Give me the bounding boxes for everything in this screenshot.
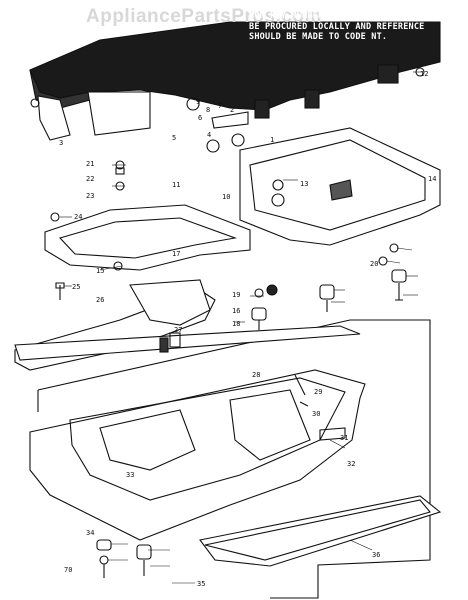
part-label: 26 <box>96 296 104 304</box>
watermark-text: AppliancePartsPros.com <box>86 6 322 27</box>
rear-foot-mid <box>304 89 320 109</box>
part-label: 36 <box>372 551 380 559</box>
part-label: 20 <box>370 260 378 268</box>
part-label: 1 <box>270 136 274 144</box>
part-label: 70 <box>64 566 72 574</box>
part-label: 10 <box>222 193 230 201</box>
part-label: 7 <box>218 102 222 110</box>
part-label: 35 <box>197 580 205 588</box>
part-label: 31 <box>340 434 348 442</box>
part-label: 3 <box>59 139 63 147</box>
part-label: 32 <box>347 460 355 468</box>
part-label: 13 <box>300 180 308 188</box>
note-line: SHOULD BE MADE TO CODE NT. <box>249 32 388 42</box>
part-label: 27 <box>174 326 182 334</box>
rear-foot-left <box>377 64 399 84</box>
part-label: 6 <box>198 114 202 122</box>
part-label: 17 <box>172 250 180 258</box>
procurement-note: NON KEY NUMBERED PARTS CANNOT BE PROCURE… <box>249 11 459 43</box>
part-label: 4 <box>207 131 211 139</box>
part-label: 21 <box>86 160 94 168</box>
part-label: 29 <box>314 388 322 396</box>
part-label: 18 <box>232 320 240 328</box>
part-label: 30 <box>312 410 320 418</box>
part-label: 5 <box>172 134 176 142</box>
lower-frame-border <box>37 319 431 599</box>
part-label: 12 <box>420 70 428 78</box>
part-label: 24 <box>74 213 82 221</box>
bed-rail <box>14 325 361 361</box>
part-label: 34 <box>86 529 94 537</box>
part-label: 22 <box>86 175 94 183</box>
part-label: 11 <box>172 181 180 189</box>
part-label: 16 <box>232 307 240 315</box>
part-labels: 12 9 8 7 6 5 4 3 2 1 21 22 23 24 25 15 2… <box>59 70 436 588</box>
spool-cover <box>87 91 151 136</box>
face-plate <box>37 95 71 141</box>
note-line: NON KEY NUMBERED PARTS CANNOT <box>249 11 404 21</box>
note-line: BE PROCURED LOCALLY AND REFERENCE <box>249 21 425 32</box>
part-label: 8 <box>206 106 210 114</box>
part-label: 28 <box>252 371 260 379</box>
mechanism-plate <box>44 204 251 271</box>
part-label: 19 <box>232 291 240 299</box>
rear-foot-right <box>254 99 270 119</box>
part-label: 23 <box>86 192 94 200</box>
part-label: 14 <box>428 175 436 183</box>
leader-lines <box>60 71 423 584</box>
part-label: 9 <box>196 98 200 106</box>
part-label: 33 <box>126 471 134 479</box>
access-cover <box>199 495 442 567</box>
part-label: 2 <box>230 106 234 114</box>
part-label: 25 <box>72 283 80 291</box>
part-label: 15 <box>96 267 104 275</box>
bed-plate <box>29 369 366 541</box>
